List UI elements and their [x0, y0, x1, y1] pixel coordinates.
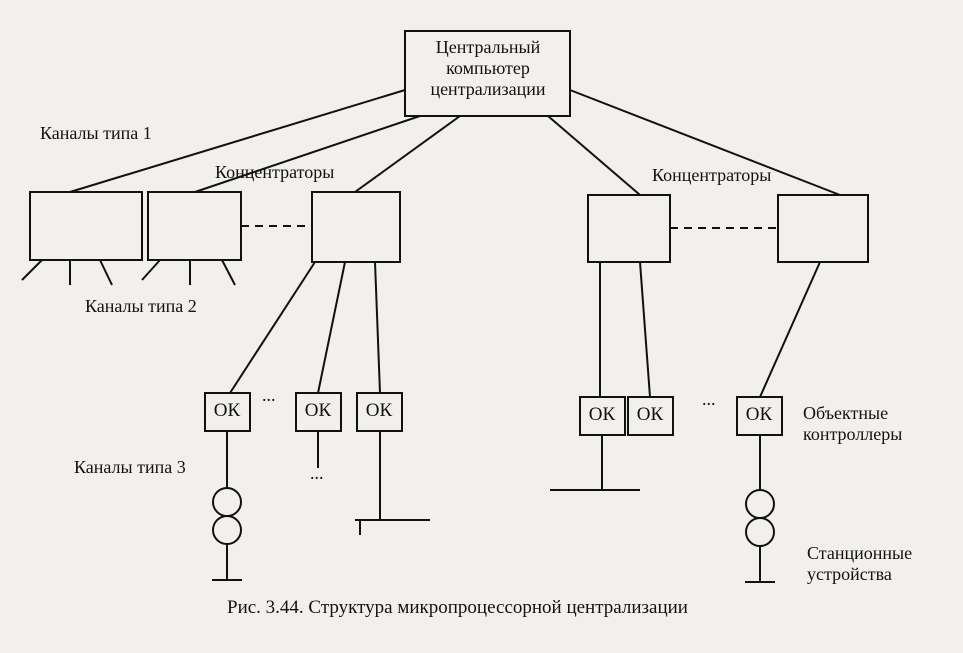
- ok-label-2: ОК: [304, 400, 332, 421]
- central-computer-line3: централизации: [430, 79, 546, 99]
- station-device-signal-6a: [745, 489, 775, 519]
- station-devices-label: Станционные устройства: [807, 543, 912, 585]
- object-controllers-label: Объектные контроллеры: [803, 403, 902, 445]
- type2-link-ok5: [639, 261, 651, 398]
- central-computer-label: Центральный компьютер централизации: [413, 37, 563, 100]
- type2-link-ok2: [317, 261, 346, 394]
- central-computer-line2: компьютер: [446, 58, 530, 78]
- ok-box-5: [627, 396, 674, 436]
- concentrators-right-label: Концентраторы: [652, 165, 772, 185]
- concentrator-box-5: [777, 194, 869, 263]
- central-computer-line1: Центральный: [435, 37, 541, 57]
- ellipsis-ok-right: ...: [702, 389, 716, 409]
- type2-link-ok6: [759, 261, 821, 398]
- ok-label-5: ОК: [636, 404, 664, 425]
- concentrator-box-4: [587, 194, 671, 263]
- station-devices-line2: устройства: [807, 564, 892, 584]
- ellipsis-ok-left: ...: [262, 385, 276, 405]
- object-controllers-line1: Объектные: [803, 403, 889, 423]
- type1-link-left1: [69, 89, 406, 193]
- concentrator-box-2: [147, 191, 242, 261]
- figure-caption: Рис. 3.44. Структура микропроцессорной ц…: [227, 597, 688, 618]
- type1-link-left3: [354, 115, 461, 193]
- central-computer-box: [404, 30, 571, 117]
- channels-type2-label: Каналы типа 2: [85, 296, 197, 316]
- station-devices-line1: Станционные: [807, 543, 913, 563]
- type1-link-left2: [194, 115, 421, 193]
- ok-label-1: ОК: [213, 400, 241, 421]
- station-device-signal-1b: [212, 515, 242, 545]
- type2-link-ok1: [229, 261, 316, 394]
- type1-link-right1: [547, 115, 641, 196]
- station-device-signal-6b: [745, 517, 775, 547]
- object-controllers-line2: контроллеры: [803, 424, 903, 444]
- station-device-signal-1a: [212, 487, 242, 517]
- channels-type3-label: Каналы типа 3: [74, 457, 186, 477]
- concentrator-box-3: [311, 191, 401, 263]
- channels-type1-label: Каналы типа 1: [40, 123, 152, 143]
- ok-label-3: ОК: [365, 400, 393, 421]
- type1-link-right2: [569, 89, 841, 196]
- concentrator-box-1: [29, 191, 143, 261]
- ok-label-4: ОК: [588, 404, 616, 425]
- type2-link-ok3: [374, 261, 381, 394]
- ellipsis-device-left: ...: [310, 463, 324, 483]
- ok-label-6: ОК: [745, 404, 773, 425]
- concentrators-left-label: Концентраторы: [215, 162, 335, 182]
